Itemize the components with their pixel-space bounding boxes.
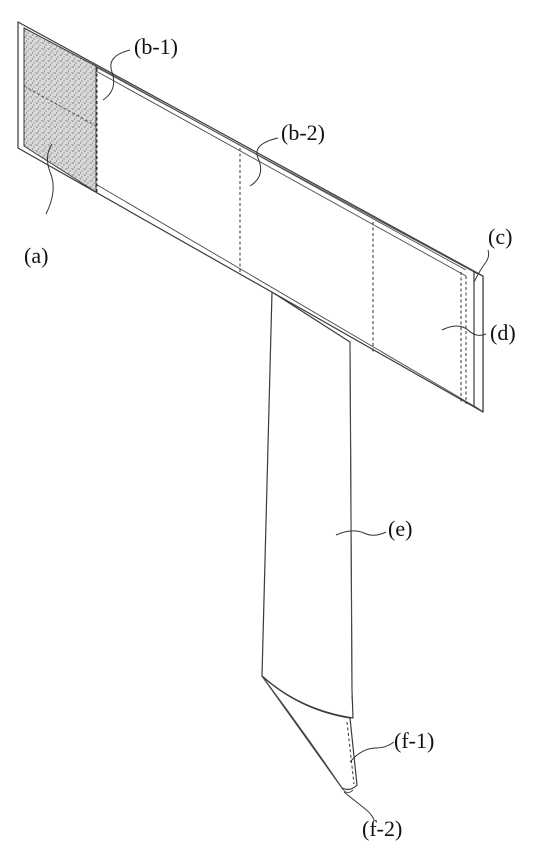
label-a: (a) [24, 243, 48, 268]
label-b2: (b-2) [281, 120, 325, 145]
top-band [17, 21, 484, 413]
label-f1: (f-1) [394, 728, 434, 753]
tip-f [261, 675, 358, 793]
labels: (a) (b-1) (b-2) (c) (d) (e) (f-1) (f-2) [24, 34, 516, 841]
label-f2: (f-2) [362, 816, 402, 841]
leader-lines [45, 49, 490, 821]
label-c: (c) [488, 224, 512, 249]
label-d: (d) [490, 320, 516, 345]
textured-pad-a [23, 27, 97, 193]
label-b1: (b-1) [134, 34, 178, 59]
sleeve-e [261, 291, 354, 719]
label-e: (e) [388, 516, 412, 541]
